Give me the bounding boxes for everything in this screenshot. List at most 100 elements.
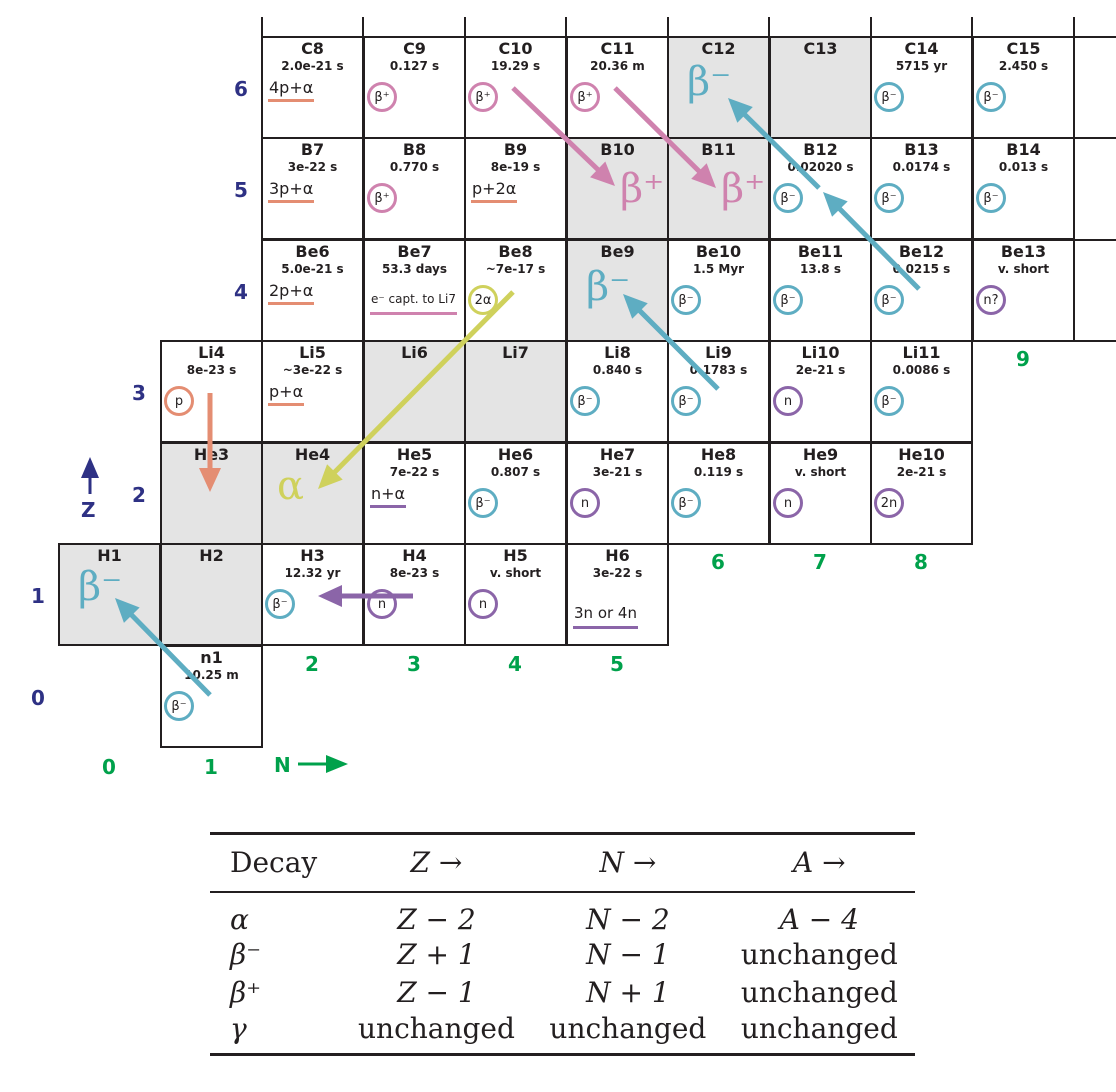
decay-mode-badge: n xyxy=(570,488,600,518)
n-tick-1: 1 xyxy=(204,755,218,779)
n-tick-0: 0 xyxy=(102,755,116,779)
decay-mode-badge: n xyxy=(773,488,803,518)
half-life: 0.119 s xyxy=(693,465,744,479)
table-row: α Z − 2 N − 2 A − 4 xyxy=(210,892,915,936)
decay-mode-badge: 2n xyxy=(874,488,904,518)
decay-mode-label: 2p+α xyxy=(268,281,315,305)
z-tick-0: 0 xyxy=(31,686,45,710)
nuclide-cell-h2: H2 xyxy=(160,543,263,646)
nuclide-name: Be12 xyxy=(898,242,945,261)
decay-product-symbol: β⁺ xyxy=(721,166,766,212)
nuclide-name: He9 xyxy=(802,445,839,464)
a-change: unchanged xyxy=(723,1011,915,1056)
decay-arrow-C11-to-B11 xyxy=(613,86,716,188)
nuclide-name: B12 xyxy=(803,140,838,159)
decay-mode-badge: β⁻ xyxy=(773,285,803,315)
decay-mode-badge: β⁺ xyxy=(367,183,397,213)
nuclide-name: B11 xyxy=(701,140,736,159)
decay-mode-badge: β⁻ xyxy=(874,285,904,315)
nuclide-name: He8 xyxy=(700,445,737,464)
decay-arrow-Be12-to-B12 xyxy=(823,192,921,291)
decay-mode-label: p+2α xyxy=(471,179,518,203)
nuclide-name: He6 xyxy=(497,445,534,464)
decay-arrow-H4-to-H3 xyxy=(318,585,413,607)
decay-mode-badge: β⁻ xyxy=(874,183,904,213)
nuclide-name: B10 xyxy=(600,140,635,159)
half-life: 0.0086 s xyxy=(892,363,951,377)
nuclide-cell-c13: C13 xyxy=(769,36,872,139)
half-life: 2e-21 s xyxy=(896,465,947,479)
n-change: N − 2 xyxy=(586,902,670,936)
nuclide-name: H4 xyxy=(402,546,427,565)
decay-arrow-n1-to-H1 xyxy=(115,598,212,697)
half-life: 3e-22 s xyxy=(287,160,338,174)
nuclide-name: B9 xyxy=(503,140,528,159)
decay-mode-label: 3p+α xyxy=(268,179,315,203)
decay-mode-badge: β⁻ xyxy=(671,488,701,518)
n-tick-5: 5 xyxy=(610,652,624,676)
n-tick-7: 7 xyxy=(813,550,827,574)
decay-mode-badge: β⁻ xyxy=(773,183,803,213)
n-tick-2: 2 xyxy=(305,652,319,676)
z-tick-1: 1 xyxy=(31,584,45,608)
n-axis-label: N xyxy=(274,753,291,777)
decay-mode-label: p+α xyxy=(268,382,305,406)
decay-type: α xyxy=(230,902,249,936)
decay-mode-label: n+α xyxy=(370,484,407,508)
decay-mode-badge: n? xyxy=(976,285,1006,315)
half-life: 7e-22 s xyxy=(389,465,440,479)
table-row: β⁻ Z + 1 N − 1 unchanged xyxy=(210,936,915,974)
nuclide-name: H2 xyxy=(199,546,224,565)
nuclide-name: B8 xyxy=(402,140,427,159)
decay-arrows-layer xyxy=(81,86,921,773)
nuclide-name: C8 xyxy=(301,39,324,58)
n-tick-9: 9 xyxy=(1016,347,1030,371)
decay-mode-badge: β⁻ xyxy=(671,285,701,315)
decay-mode-badge: β⁻ xyxy=(976,82,1006,112)
decay-product-symbol: β⁻ xyxy=(687,59,732,105)
header-n: N → xyxy=(532,832,724,893)
grid-extension-line xyxy=(768,17,770,37)
table-header-row: Decay Z → N → A → xyxy=(210,832,915,893)
half-life: 8e-23 s xyxy=(186,363,237,377)
n-tick-8: 8 xyxy=(914,550,928,574)
half-life: v. short xyxy=(794,465,847,479)
half-life: 3e-21 s xyxy=(592,465,643,479)
nuclide-name: Be8 xyxy=(498,242,533,261)
decay-mode-badge: β⁺ xyxy=(570,82,600,112)
nuclide-name: Li11 xyxy=(902,343,941,362)
n-tick-6: 6 xyxy=(711,550,725,574)
nuclide-name: Be7 xyxy=(397,242,432,261)
grid-extension-line xyxy=(1073,37,1075,341)
nuclide-name: C11 xyxy=(600,39,635,58)
nuclide-name: n1 xyxy=(200,648,223,667)
nuclide-name: Li6 xyxy=(401,343,428,362)
z-tick-2: 2 xyxy=(132,483,146,507)
n-axis-arrow xyxy=(298,755,348,773)
half-life: 0.840 s xyxy=(592,363,643,377)
grid-extension-line xyxy=(1074,239,1116,241)
decay-product-symbol: β⁻ xyxy=(78,564,123,610)
nuclide-name: He4 xyxy=(294,445,331,464)
nuclide-name: B14 xyxy=(1006,140,1041,159)
nuclide-name: Li5 xyxy=(299,343,326,362)
decay-mode-label: e⁻ capt. to Li7 xyxy=(370,289,457,315)
nuclide-name: Be13 xyxy=(1000,242,1047,261)
table-row: γ unchanged unchanged unchanged xyxy=(210,1011,915,1056)
decay-mode-badge: β⁻ xyxy=(570,386,600,416)
nuclide-name: H3 xyxy=(300,546,325,565)
half-life: 0.0215 s xyxy=(892,262,951,276)
nuclide-name: H1 xyxy=(97,546,122,565)
decay-type: β⁻ xyxy=(230,938,261,971)
a-change: unchanged xyxy=(740,938,898,971)
